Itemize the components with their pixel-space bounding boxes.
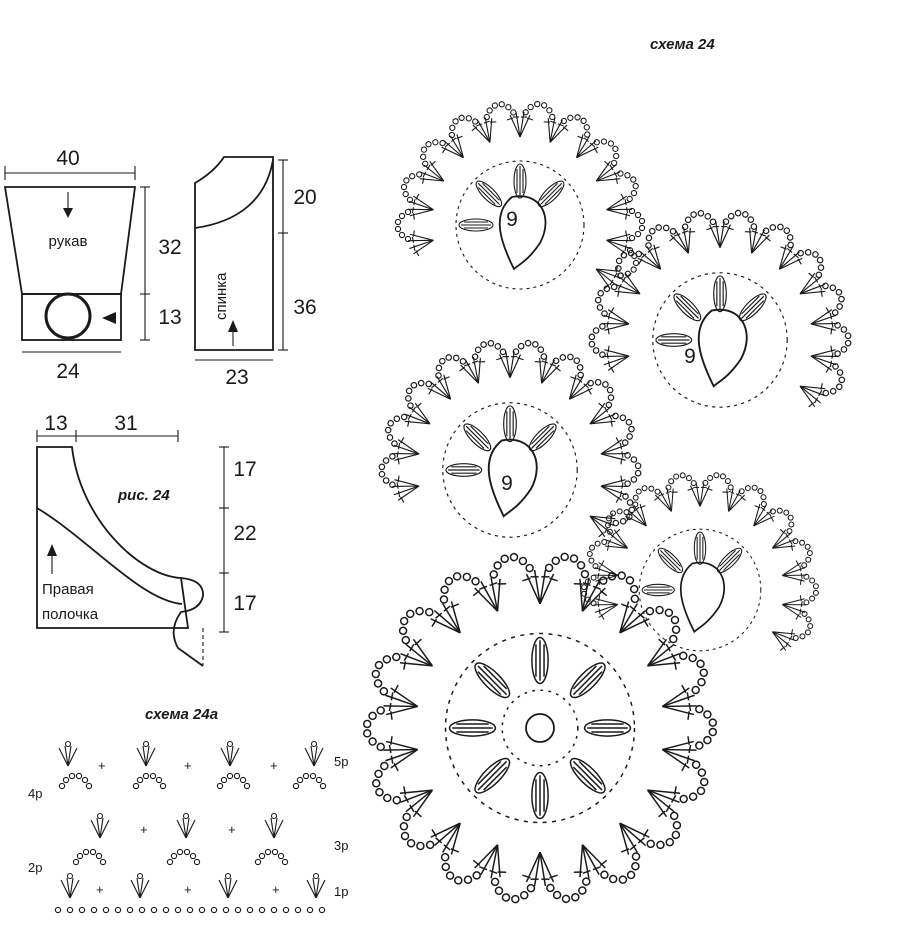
front-caption: рис. 24 [117, 487, 170, 504]
row-label-1: 1р [334, 884, 348, 899]
row-label-4: 4р [28, 786, 42, 801]
row-label-3: 3р [334, 838, 348, 853]
front-outline [36, 446, 190, 629]
front-height-3: 17 [233, 592, 256, 615]
back-height-upper: 20 [293, 186, 316, 209]
front-width-right: 31 [114, 412, 137, 435]
front-width-left: 13 [44, 412, 67, 435]
svg-text:+: + [140, 822, 148, 837]
front-height-1: 17 [233, 458, 256, 481]
crochet-chart-24a: схема 24а [28, 706, 348, 914]
motif-number-middle: 9 [501, 472, 513, 495]
front-collar-fold [172, 577, 204, 667]
sleeve-motif-circle [44, 292, 92, 340]
back-height-lower: 36 [293, 296, 316, 319]
svg-text:+: + [272, 882, 280, 897]
row-label-2: 2р [28, 860, 42, 875]
back-armhole [194, 159, 274, 229]
front-label-line2: полочка [42, 606, 99, 623]
front-label-line1: Правая [42, 581, 94, 598]
sleeve-top-width: 40 [56, 147, 79, 170]
motif-spiral-right [589, 208, 851, 411]
svg-text:+: + [98, 758, 106, 773]
motif-spiral-lower [582, 471, 819, 655]
motif-spiral-middle [379, 338, 641, 541]
svg-text:+: + [96, 882, 104, 897]
front-inner-curve [36, 507, 183, 605]
crochet-chart-24: схема 24 9 9 9 [364, 36, 851, 906]
sleeve-height-lower: 13 [158, 306, 181, 329]
back-label: спинка [213, 272, 230, 320]
svg-text:+: + [228, 822, 236, 837]
svg-text:+: + [184, 758, 192, 773]
svg-text:+: + [270, 758, 278, 773]
scheme-24a-caption: схема 24а [145, 706, 218, 723]
motif-number-right: 9 [684, 345, 696, 368]
svg-text:+: + [184, 882, 192, 897]
sleeve-label: рукав [49, 233, 88, 250]
row-label-5: 5р [334, 754, 348, 769]
front-pattern: 13 31 Правая полочка рис. 24 17 22 17 [36, 412, 257, 667]
back-outline [194, 156, 274, 351]
sleeve-bottom-width: 24 [56, 360, 80, 383]
sleeve-pattern: 40 рукав 24 32 13 [3, 147, 182, 383]
motif-spiral-top [395, 99, 644, 292]
motif-number-top: 9 [506, 208, 518, 231]
sleeve-height-upper: 32 [158, 236, 181, 259]
motif-center-ring [525, 713, 555, 743]
scheme-24-caption: схема 24 [650, 36, 715, 53]
front-height-2: 22 [233, 522, 256, 545]
back-pattern: спинка 23 20 36 [194, 156, 317, 389]
motif-round-bottom [364, 550, 717, 905]
foundation-chain [54, 906, 326, 914]
back-bottom-width: 23 [225, 366, 248, 389]
